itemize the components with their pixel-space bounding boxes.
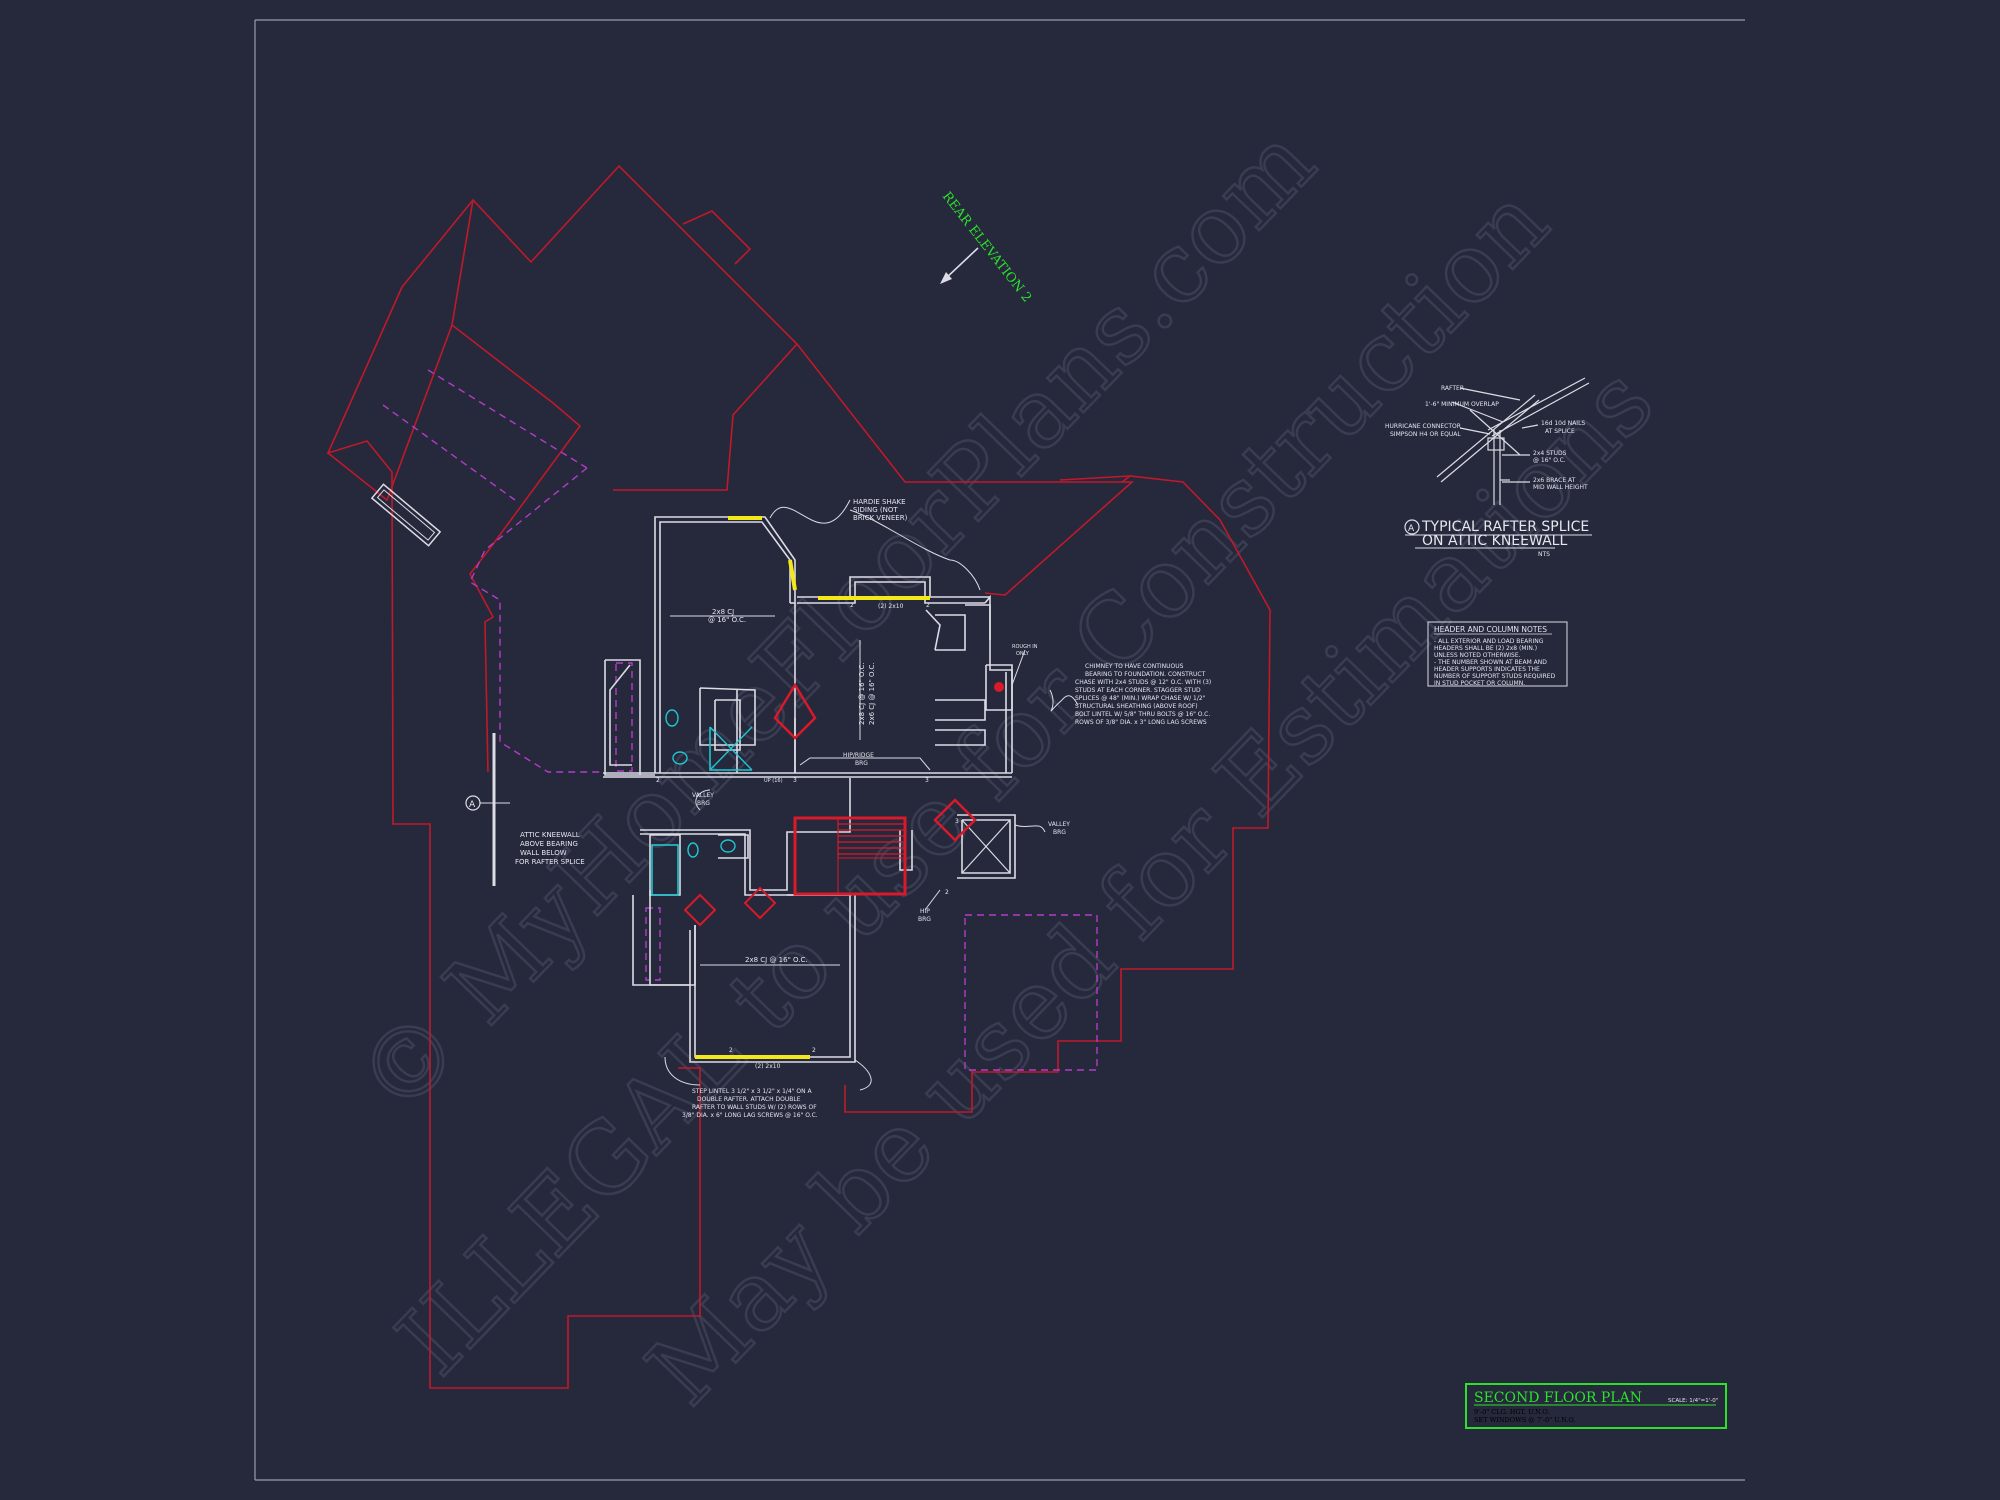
title-block: SECOND FLOOR PLAN SCALE: 1/4"=1'-0" 9'-0… — [1465, 1383, 1727, 1429]
valley-right-label-2: BRG — [1053, 829, 1066, 836]
detail-label-brace-2: MID WALL HEIGHT — [1533, 484, 1588, 491]
kneewall-note-1: ATTIC KNEEWALL — [520, 831, 580, 839]
roof-outline — [326, 164, 1271, 1389]
valley-left-label-1: VALLEY — [692, 792, 714, 799]
kneewall-section: A ATTIC KNEEWALL ABOVE BEARING WALL BELO… — [465, 733, 585, 886]
rough-in-label-2: ONLY — [1016, 651, 1030, 657]
sheet-title: SECOND FLOOR PLAN — [1474, 1390, 1642, 1406]
window-headers — [695, 516, 930, 1059]
header-notes-line-3: UNLESS NOTED OTHERWISE. — [1434, 652, 1521, 659]
stud-count-c: 2 — [850, 602, 854, 609]
sheet-note-windows: SET WINDOWS @ 7'-0" U.N.O. — [1474, 1416, 1575, 1424]
chimney-note-2: BEARING TO FOUNDATION. CONSTRUCT — [1085, 671, 1206, 678]
rafter-splice-detail: RAFTER 1'-6" MINIMUM OVERLAP HURRICANE C… — [1385, 377, 1592, 558]
header-notes-line-2: HEADERS SHALL BE (2) 2x8 (MIN.) — [1434, 645, 1537, 652]
step-lintel-note-1: STEP LINTEL 3 1/2" x 3 1/2" x 1/4" ON A — [692, 1088, 813, 1095]
step-lintel-note-4: 3/8" DIA. x 6" LONG LAG SCREWS @ 16" O.C… — [682, 1112, 818, 1119]
cj-bed-spacing: @ 16" O.C. — [708, 616, 746, 624]
leader-lines — [664, 499, 1079, 1091]
detail-marker: A — [1408, 524, 1415, 534]
hip-brg-label-1: HIP — [920, 908, 930, 915]
siding-note-3: BRICK VENEER) — [853, 514, 908, 522]
hip-ridge-label-2: BRG — [855, 760, 868, 767]
detail-label-nails-1: 16d 10d NAILS — [1541, 420, 1585, 427]
siding-note-2: SIDING (NOT — [853, 506, 898, 514]
kneewall-note-2: ABOVE BEARING — [520, 840, 578, 848]
detail-label-studs-1: 2x4 STUDS — [1533, 450, 1567, 457]
sheet-note-ceiling: 9'-0" CLG. HGT. U.N.O. — [1474, 1408, 1549, 1416]
kneewall-note-4: FOR RAFTER SPLICE — [515, 858, 585, 866]
valley-left-label-2: BRG — [697, 800, 710, 807]
cj-bonus-label: 2x8 CJ @ 16" O.C. — [858, 662, 866, 725]
rear-elevation-indicator: REAR ELEVATION 2 — [939, 189, 1034, 305]
detail-label-studs-2: @ 16" O.C. — [1533, 457, 1566, 464]
detail-label-nails-2: AT SPLICE — [1545, 428, 1575, 435]
section-marker: A — [469, 800, 476, 810]
chimney-note-8: ROWS OF 3/8" DIA. x 3" LONG LAG SCREWS — [1075, 719, 1207, 726]
skylight — [370, 483, 442, 547]
cj-bonus-label-2: 2x6 CJ @ 16" O.C. — [868, 662, 876, 725]
plan-annotations: HARDIE SHAKE SIDING (NOT BRICK VENEER) 2… — [656, 498, 1211, 1119]
cj-lower-label: 2x8 CJ @ 16" O.C. — [745, 956, 808, 964]
step-lintel-note-3: RAFTER TO WALL STUDS W/ (2) ROWS OF — [692, 1104, 817, 1111]
detail-label-overlap: 1'-6" MINIMUM OVERLAP — [1425, 401, 1499, 408]
valley-right-label-1: VALLEY — [1048, 821, 1070, 828]
hip-brg-label-2: BRG — [918, 916, 931, 923]
hip-ridge-label-1: HIP/RIDGE — [843, 752, 874, 759]
attic-dashed-lines — [382, 369, 1098, 1071]
header-notes-line-4: - THE NUMBER SHOWN AT BEAM AND — [1434, 659, 1547, 666]
stud-count-d: 2 — [926, 602, 930, 609]
rough-in-label-1: ROUGH IN — [1012, 644, 1038, 650]
header-notes-title: HEADER AND COLUMN NOTES — [1434, 625, 1547, 634]
chimney-note-7: BOLT LINTEL W/ 5/8" THRU BOLTS @ 16" O.C… — [1075, 711, 1210, 718]
detail-label-connector-1: HURRICANE CONNECTOR — [1385, 423, 1461, 430]
watermark-line2: ILLEGAL to use for Construction — [376, 166, 1570, 1396]
header-notes-line-1: - ALL EXTERIOR AND LOAD BEARING — [1434, 638, 1544, 645]
header-column-notes: HEADER AND COLUMN NOTES - ALL EXTERIOR A… — [1427, 621, 1568, 687]
kneewall-note-3: WALL BELOW — [520, 849, 567, 857]
detail-title-2: ON ATTIC KNEEWALL — [1422, 533, 1567, 549]
stud-count-g: 3 — [925, 777, 929, 784]
stud-count-a: 2 — [729, 1047, 733, 1054]
stair-up-label: UP (16) — [764, 778, 783, 784]
step-lintel-note-2: DOUBLE RAFTER. ATTACH DOUBLE — [697, 1096, 801, 1103]
header-notes-line-5: HEADER SUPPORTS INDICATES THE — [1434, 666, 1540, 673]
sheet-border — [254, 19, 1745, 1481]
chimney-note-6: STRUCTURAL SHEATHING (ABOVE ROOF) — [1075, 703, 1198, 710]
header-notes-line-7: IN STUD POCKET OR COLUMN. — [1434, 680, 1525, 687]
siding-note-1: HARDIE SHAKE — [853, 498, 906, 506]
detail-label-rafter: RAFTER — [1441, 385, 1464, 392]
header-top-label: (2) 2x10 — [878, 603, 904, 610]
detail-label-connector-2: SIMPSON H4 OR EQUAL — [1390, 431, 1461, 438]
stud-count-i: 3 — [955, 818, 959, 825]
stud-count-b: 2 — [812, 1047, 816, 1054]
bath-fixtures — [651, 709, 753, 896]
detail-label-brace-1: 2x6 BRACE AT — [1533, 477, 1576, 484]
header-bottom-label: (2) 2x10 — [755, 1063, 781, 1070]
structural-red — [683, 682, 1004, 927]
stud-count-e: 2 — [656, 777, 660, 784]
chimney-note-3: CHASE WITH 2x4 STUDS @ 12" O.C. WITH (3) — [1075, 679, 1211, 686]
stud-count-h: 2 — [945, 889, 949, 896]
sheet-scale: SCALE: 1/4"=1'-0" — [1668, 1398, 1718, 1404]
chimney-note-1: CHIMNEY TO HAVE CONTINUOUS — [1085, 663, 1184, 670]
detail-scale: NTS — [1538, 551, 1550, 558]
rear-elevation-label: REAR ELEVATION 2 — [939, 189, 1034, 305]
cj-bed-label: 2x8 CJ — [712, 608, 734, 616]
header-notes-line-6: NUMBER OF SUPPORT STUDS REQUIRED — [1434, 673, 1556, 680]
chimney-note-4: STUDS AT EACH CORNER. STAGGER STUD — [1075, 687, 1201, 694]
detail-title-1: TYPICAL RAFTER SPLICE — [1421, 519, 1589, 535]
chimney-note-5: SPLICES @ 48" (MIN.) WRAP CHASE W/ 1/2" — [1075, 695, 1206, 702]
stud-count-f: 3 — [793, 777, 797, 784]
